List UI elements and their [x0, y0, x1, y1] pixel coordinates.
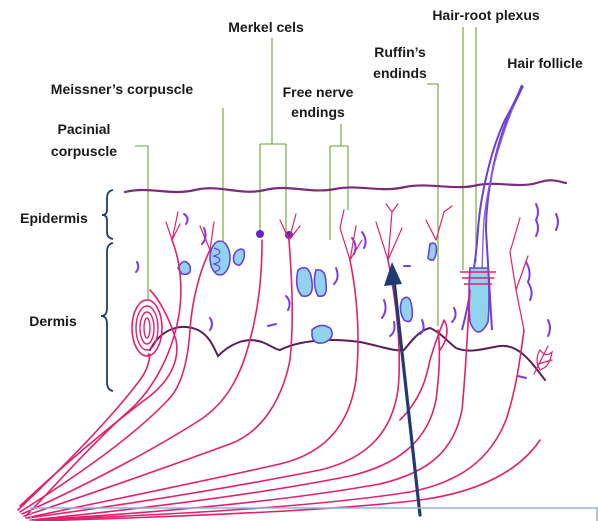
- meissner-corpuscle: [210, 241, 230, 275]
- label-ruffini-line2: endinds: [373, 65, 427, 81]
- label-epidermis: Epidermis: [20, 210, 88, 226]
- pacinian-corpuscle: [132, 300, 162, 356]
- label-free-nerve-line2: endings: [291, 104, 345, 120]
- leader-ruffini: [427, 84, 438, 326]
- dermis-brace: [101, 243, 113, 391]
- connective-tissue-marks: [136, 204, 558, 378]
- label-merkel-cells: Merkel cels: [228, 19, 304, 35]
- nerve-terminals: [166, 204, 552, 374]
- label-meissner-corpuscle: Meissner’s corpuscle: [51, 81, 194, 97]
- nerve-bundle: [18, 240, 540, 521]
- label-ruffini-line1: Ruffin’s: [374, 44, 426, 60]
- dermal-boundary: [150, 327, 545, 380]
- epidermis-surface: [125, 180, 566, 192]
- label-pacinian-line1: Pacinial: [58, 121, 111, 137]
- epidermis-brace: [102, 190, 113, 239]
- label-pacinian-line2: corpuscle: [51, 143, 117, 159]
- merkel-cell-1: [256, 230, 264, 238]
- leader-pacinian: [135, 146, 148, 300]
- label-free-nerve-line1: Free nerve: [283, 84, 354, 100]
- label-hair-follicle: Hair follicle: [507, 55, 583, 71]
- label-dermis: Dermis: [29, 313, 77, 329]
- label-hair-root-plexus: Hair-root plexus: [432, 7, 540, 23]
